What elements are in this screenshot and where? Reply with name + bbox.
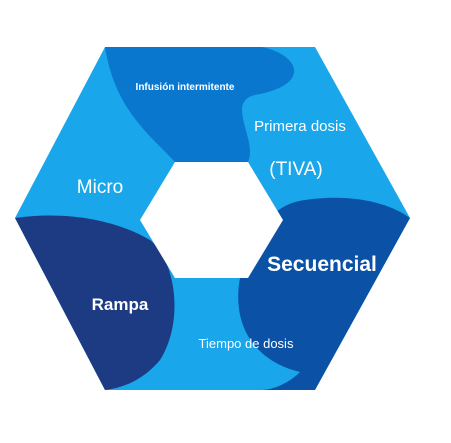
label-tiempo-de-dosis: Tiempo de dosis xyxy=(199,336,294,351)
label-secuencial: Secuencial xyxy=(267,253,377,276)
center-hexagon xyxy=(140,162,283,278)
label-rampa: Rampa xyxy=(92,295,149,314)
segment-infusion-intermitente xyxy=(105,47,295,162)
segment-rampa xyxy=(15,215,175,390)
label-micro: Micro xyxy=(77,177,123,198)
label-tiva: (TIVA) xyxy=(269,159,322,180)
segment-tiempo-de-dosis xyxy=(140,278,300,390)
label-primera-dosis: Primera dosis xyxy=(254,118,346,135)
label-infusion-intermitente: Infusión intermitente xyxy=(136,82,235,93)
